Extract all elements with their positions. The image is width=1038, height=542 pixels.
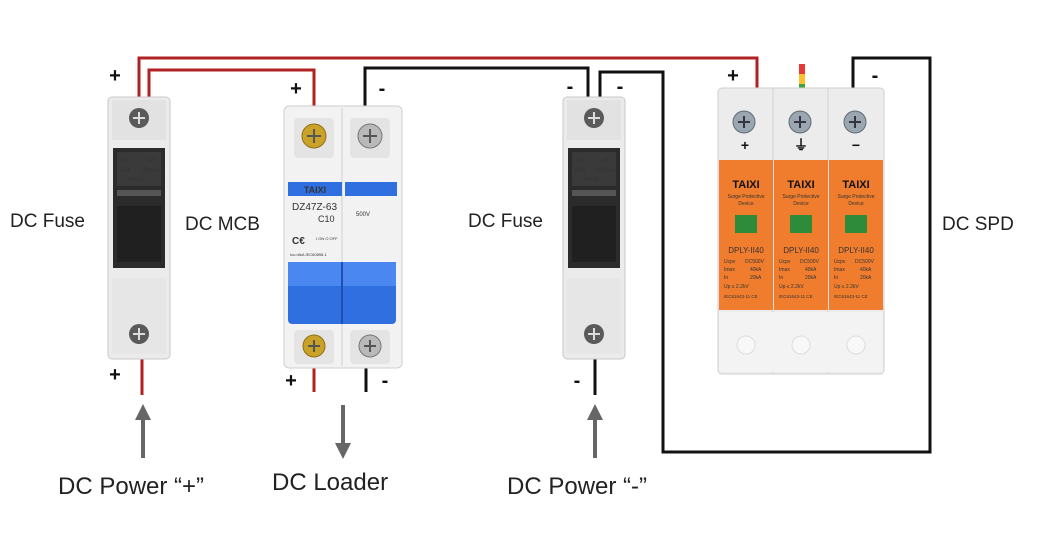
label-dc-fuse-left: DC Fuse: [10, 211, 85, 232]
fuse-voltage-text: 1000Vdc: [141, 168, 161, 174]
component-labels: DC Fuse DC MCB DC Fuse DC SPD DC Power “…: [10, 211, 1014, 500]
spd-model-text: DPLY-II40: [728, 246, 764, 255]
spd-uc-label: Ucpv: [724, 259, 736, 265]
spd-terminal-sign-positive: +: [741, 137, 749, 153]
arrow-up-dc-power-minus: [587, 404, 603, 458]
spd-subtitle-1: Surge Protective: [783, 194, 820, 200]
spd-subtitle-1: Surge Protective: [838, 194, 875, 200]
fuse-left-bottom-plus: +: [109, 364, 121, 386]
mcb-rating-text: C10: [318, 214, 335, 224]
mcb-top-plus: +: [290, 78, 302, 100]
mcb-standard-text: Icu=6kA IEC60898-1: [290, 252, 328, 257]
svg-text:C€: C€: [292, 236, 305, 247]
polarity-signs: + + + - + - - - - + -: [109, 65, 878, 392]
fuse-right-top-minus-right: -: [617, 76, 624, 98]
fuse-rating-text: 32A: [120, 158, 130, 164]
spd-module-3: TAIXI Surge Protective Device DPLY-II40 …: [829, 160, 883, 310]
mcb-brand-text: TAIXI: [304, 185, 326, 195]
fuse-left-top-plus: +: [109, 65, 121, 87]
arrow-down-dc-loader: [335, 405, 351, 459]
mcb-onoff-text: I ON O OFF: [316, 236, 338, 241]
spd-up-text: Up ≤ 2.2kV: [834, 284, 859, 290]
spd-in-value: 20kA: [750, 275, 762, 281]
positive-wires: [137, 56, 759, 395]
label-dc-spd: DC SPD: [942, 214, 1014, 235]
label-dc-fuse-right: DC Fuse: [468, 211, 543, 232]
fuse-right-top-minus-left: -: [567, 76, 574, 98]
positive-wire-fuse-to-spd: [137, 56, 759, 98]
spd-up-text: Up ≤ 2.2kV: [779, 284, 804, 290]
spd-module-2: TAIXI Surge Protective Device DPLY-II40 …: [774, 160, 828, 310]
fuse-voltage-text: 1000Vdc: [596, 168, 616, 174]
spd-status-window: [790, 215, 812, 233]
negative-wires: [363, 56, 932, 454]
label-dc-loader: DC Loader: [272, 469, 388, 496]
spd-terminal-sign-negative: −: [852, 137, 860, 153]
spd-in-label: In: [779, 275, 783, 281]
spd-subtitle-2: Device: [793, 201, 809, 207]
spd-uc-value: DC500V: [745, 259, 765, 265]
spd-model-text: DPLY-II40: [783, 246, 819, 255]
fuse-breaking-text: 10kA: [119, 168, 131, 174]
spd-module-1: TAIXI Surge Protective Device DPLY-II40 …: [719, 160, 773, 310]
spd-uc-value: DC500V: [855, 259, 875, 265]
arrows: [135, 404, 603, 459]
spd-subtitle-2: Device: [738, 201, 754, 207]
arrow-up-dc-power-plus: [135, 404, 151, 458]
spd-subtitle-1: Surge Protective: [728, 194, 765, 200]
label-dc-power-minus: DC Power “-”: [507, 473, 647, 500]
spd-uc-value: DC500V: [800, 259, 820, 265]
negative-wire-mcb-to-fuse: [363, 66, 590, 108]
label-dc-mcb: DC MCB: [185, 214, 260, 235]
spd-top-plus: +: [727, 65, 739, 87]
positive-wire-fuse-to-mcb: [147, 68, 316, 108]
fuse-breaking-text: 10kA: [574, 168, 586, 174]
spd-imax-label: Imax: [834, 267, 845, 273]
fuse-right-bottom-minus: -: [574, 370, 581, 392]
dc-fuse-right: 32A ≤PV 10kA 1000Vdc PV-32: [562, 96, 626, 360]
spd-up-text: Up ≤ 2.2kV: [724, 284, 749, 290]
spd-in-value: 20kA: [860, 275, 872, 281]
spd-uc-label: Ucpv: [834, 259, 846, 265]
spd-imax-label: Imax: [779, 267, 790, 273]
spd-top-minus: -: [872, 65, 879, 87]
fuse-voltage-top-text: ≤PV: [602, 158, 612, 164]
mcb-bottom-plus: +: [285, 370, 297, 392]
mcb-voltage-text: 500V: [356, 212, 370, 218]
label-dc-power-plus: DC Power “+”: [58, 473, 204, 500]
spd-imax-value: 40kA: [860, 267, 872, 273]
fuse-model-text: PV-32: [130, 177, 144, 183]
spd-standard-text: IEC61643-11 CE: [724, 294, 758, 299]
spd-status-window: [735, 215, 757, 233]
mcb-model-text: DZ47Z-63: [292, 202, 337, 213]
spd-model-text: DPLY-II40: [838, 246, 874, 255]
fuse-model-text: PV-32: [585, 177, 599, 183]
spd-uc-label: Ucpv: [779, 259, 791, 265]
spd-standard-text: IEC61643-11 CE: [779, 294, 813, 299]
spd-subtitle-2: Device: [848, 201, 864, 207]
fuse-rating-text: 32A: [575, 158, 585, 164]
mcb-bottom-minus: -: [382, 370, 389, 392]
dc-spd: + ⏚ − TAIXI Surge Protective Device DPLY…: [717, 87, 885, 375]
mcb-top-minus: -: [379, 78, 386, 100]
fuse-voltage-top-text: ≤PV: [147, 158, 157, 164]
spd-terminal-sign-earth: ⏚: [794, 137, 808, 153]
spd-brand-text: TAIXI: [732, 179, 759, 191]
spd-standard-text: IEC61643-11 CE: [834, 294, 868, 299]
spd-brand-text: TAIXI: [787, 179, 814, 191]
spd-imax-value: 40kA: [805, 267, 817, 273]
spd-imax-value: 40kA: [750, 267, 762, 273]
negative-wire-fuse-to-spd: [598, 56, 932, 454]
spd-brand-text: TAIXI: [842, 179, 869, 191]
spd-imax-label: Imax: [724, 267, 735, 273]
spd-in-label: In: [834, 275, 838, 281]
dc-fuse-left: 32A ≤PV 10kA 1000Vdc PV-32: [107, 96, 171, 360]
spd-status-window: [845, 215, 867, 233]
spd-in-label: In: [724, 275, 728, 281]
dc-mcb: TAIXI DZ47Z-63 C10 500V C€ I ON O OFF Ic…: [283, 105, 403, 369]
spd-in-value: 20kA: [805, 275, 817, 281]
